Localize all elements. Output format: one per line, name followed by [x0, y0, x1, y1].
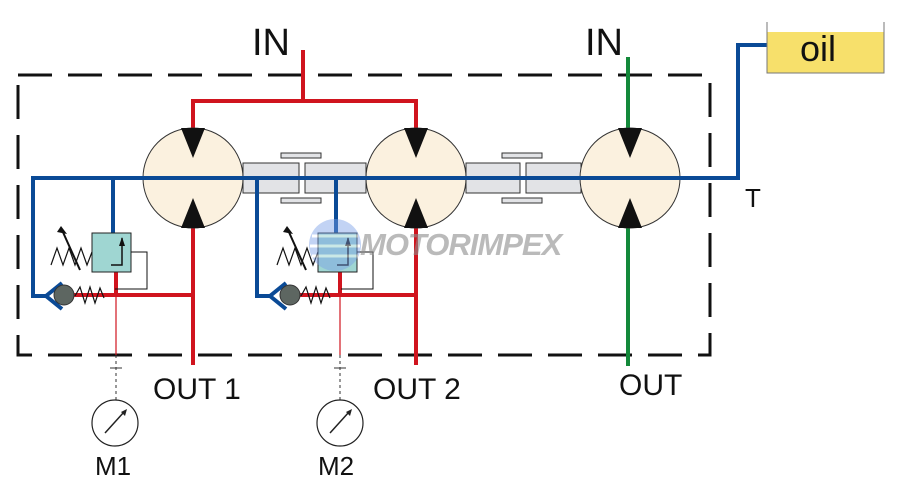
outlet-2-label: OUT 2	[373, 373, 461, 406]
pressure-gauge-m2	[316, 399, 364, 447]
tank-return-lines	[31, 43, 782, 311]
oil-label: oil	[800, 28, 837, 69]
outlet-3-label: OUT	[619, 369, 683, 402]
watermark-text: MOTORIMPEX	[360, 227, 562, 262]
gauge-m1-label: M1	[95, 451, 132, 481]
check-valve-1	[53, 284, 105, 306]
inlet-label-left: IN	[252, 22, 290, 64]
tank-port-label: T	[745, 183, 761, 213]
gauge-m2-label: M2	[318, 451, 355, 481]
relief-valve-2	[276, 226, 374, 290]
shaft-coupling-1	[242, 152, 367, 204]
outlet-1-label: OUT 1	[153, 373, 241, 406]
pressure-gauge-m1	[91, 399, 139, 447]
gauge-lines	[115, 295, 341, 355]
pressure-inlet-lines	[60, 50, 418, 365]
housing-boundary	[16, 73, 712, 357]
watermark-logo-icon	[309, 219, 361, 271]
check-valve-2	[279, 284, 331, 306]
inlet-label-right: IN	[585, 22, 623, 64]
gauge-dashed-lines	[110, 355, 346, 400]
oil-tank	[766, 22, 885, 74]
relief-valve-1	[50, 226, 148, 290]
